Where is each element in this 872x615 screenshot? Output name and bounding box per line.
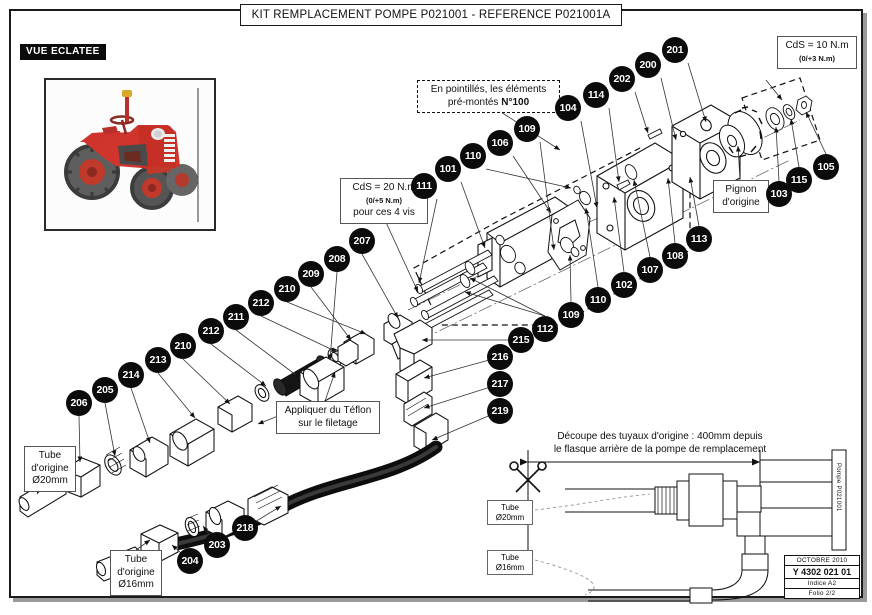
balloon-102[interactable]: 102	[611, 272, 637, 298]
balloon-110[interactable]: 110	[460, 143, 486, 169]
balloon-217[interactable]: 217	[487, 371, 513, 397]
note-tube16-line2: d'origine	[117, 566, 155, 578]
balloon-208[interactable]: 208	[324, 246, 350, 272]
view-type-tag: VUE ECLATEE	[20, 44, 106, 60]
detail-label-pompe: Pompe P021001	[835, 463, 841, 512]
balloon-210[interactable]: 210	[170, 333, 196, 359]
note-tube20-line2: d'origine	[31, 462, 69, 474]
note-cds10-sub: (0/+3 N.m)	[798, 53, 836, 63]
note-tube20-line1: Tube	[38, 450, 62, 461]
title-block-indice: Indice A2	[785, 579, 859, 589]
page-title: KIT REMPLACEMENT POMPE P021001 - REFEREN…	[240, 4, 622, 26]
balloon-103[interactable]: 103	[766, 181, 792, 207]
balloon-200[interactable]: 200	[635, 52, 661, 78]
title-block-date: OCTOBRE 2010	[785, 556, 859, 566]
note-premontes-line2: pré-montés	[447, 96, 502, 108]
balloon-218[interactable]: 218	[232, 515, 258, 541]
balloon-207[interactable]: 207	[349, 228, 375, 254]
balloon-105[interactable]: 105	[813, 154, 839, 180]
note-teflon-line2: sur le filetage	[298, 417, 358, 429]
note-tube20-line3: Ø20mm	[32, 475, 68, 486]
note-premontes-ref: N°100	[501, 96, 530, 108]
balloon-112[interactable]: 112	[532, 316, 558, 342]
note-cds10: CdS = 10 N.m (0/+3 N.m)	[777, 36, 857, 69]
balloon-203[interactable]: 203	[204, 532, 230, 558]
note-decoupe: Découpe des tuyaux d'origine : 400mm dep…	[520, 430, 800, 456]
balloon-109[interactable]: 109	[514, 116, 540, 142]
note-pignon-line2: d'origine	[722, 196, 760, 208]
balloon-204[interactable]: 204	[177, 548, 203, 574]
balloon-110[interactable]: 110	[585, 287, 611, 313]
note-tube-origine-16: Tube d'origine Ø16mm	[110, 550, 162, 596]
balloon-109[interactable]: 109	[558, 302, 584, 328]
balloon-106[interactable]: 106	[487, 130, 513, 156]
balloon-101[interactable]: 101	[435, 156, 461, 182]
note-premontes: En pointillés, les éléments pré-montés N…	[417, 80, 560, 113]
balloon-215[interactable]: 215	[508, 327, 534, 353]
balloon-216[interactable]: 216	[487, 344, 513, 370]
note-cds10-line1: CdS = 10 N.m	[785, 40, 849, 51]
title-block-reference: Y 4302 021 01	[785, 566, 859, 579]
balloon-209[interactable]: 209	[298, 261, 324, 287]
balloon-212[interactable]: 212	[198, 318, 224, 344]
note-teflon: Appliquer du Téflon sur le filetage	[276, 401, 380, 434]
note-cds20-line3: pour ces 4 vis	[353, 207, 415, 218]
detail-tube20-line2: Ø20mm	[495, 512, 525, 522]
detail-tube20-line1: Tube	[501, 503, 519, 512]
balloon-201[interactable]: 201	[662, 37, 688, 63]
balloon-211[interactable]: 211	[223, 304, 249, 330]
note-teflon-line1: Appliquer du Téflon	[284, 405, 372, 416]
note-cds20-sub: (0/+5 N.m)	[365, 195, 403, 205]
balloon-108[interactable]: 108	[662, 243, 688, 269]
note-cds20-line1: CdS = 20 N.m	[352, 182, 416, 193]
balloon-114[interactable]: 114	[583, 82, 609, 108]
note-tube16-line1: Tube	[124, 554, 148, 565]
note-tube16-line3: Ø16mm	[118, 579, 154, 590]
balloon-210[interactable]: 210	[274, 276, 300, 302]
balloon-111[interactable]: 111	[411, 173, 437, 199]
note-pignon-line1: Pignon	[725, 184, 757, 195]
balloon-212[interactable]: 212	[248, 290, 274, 316]
balloon-206[interactable]: 206	[66, 390, 92, 416]
note-decoupe-line2: le flasque arrière de la pompe de rempla…	[553, 444, 767, 455]
detail-tube16-line2: Ø16mm	[495, 562, 525, 572]
balloon-107[interactable]: 107	[637, 257, 663, 283]
detail-tube16-line1: Tube	[501, 553, 519, 562]
tractor-photo	[44, 78, 216, 231]
detail-label-tube20: Tube Ø20mm	[487, 500, 533, 526]
note-pignon-origine: Pignon d'origine	[713, 180, 769, 213]
balloon-213[interactable]: 213	[145, 347, 171, 373]
balloon-214[interactable]: 214	[118, 362, 144, 388]
balloon-113[interactable]: 113	[686, 226, 712, 252]
detail-label-tube16: Tube Ø16mm	[487, 550, 533, 576]
note-tube-origine-20: Tube d'origine Ø20mm	[24, 446, 76, 492]
note-decoupe-line1: Découpe des tuyaux d'origine : 400mm dep…	[557, 431, 763, 442]
title-block-folio: Folio 2/2	[808, 590, 836, 597]
note-premontes-line1: En pointillés, les éléments	[430, 84, 547, 95]
balloon-205[interactable]: 205	[92, 377, 118, 403]
balloon-202[interactable]: 202	[609, 66, 635, 92]
balloon-104[interactable]: 104	[555, 95, 581, 121]
title-block: OCTOBRE 2010 Y 4302 021 01 Indice A2 Fol…	[784, 555, 860, 599]
balloon-219[interactable]: 219	[487, 398, 513, 424]
